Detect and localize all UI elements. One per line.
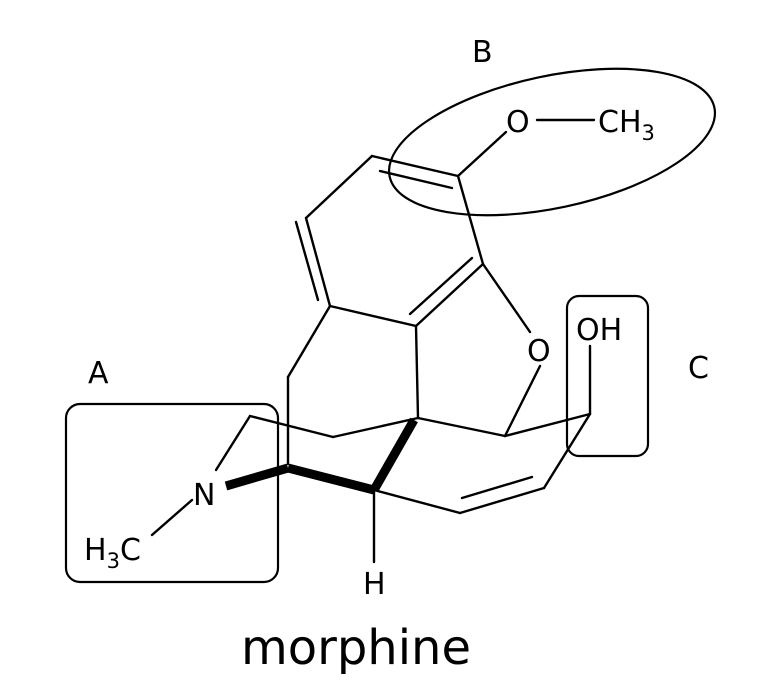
region-labels: A B C [88,35,709,391]
bond [304,216,332,308]
nitrogen-label: N [193,478,215,513]
bold-bond [224,463,290,491]
region-b-ellipse [387,67,717,217]
bond [372,488,462,515]
bond [458,486,546,515]
bold-bond [370,417,418,493]
bond [460,475,534,500]
bond [378,169,454,190]
bond [542,412,592,490]
methyl-group-top-label: CH3 [598,105,655,145]
methyl-top-main: CH [598,105,642,140]
bond [286,304,332,379]
region-highlights [64,67,717,584]
bond [248,414,335,439]
hydrogen-label: H [363,567,386,602]
bond [328,304,418,328]
bond [503,412,592,438]
region-c-label: C [688,351,709,386]
bond [331,416,420,439]
ring-oxygen-label: O [527,334,551,369]
bond [370,154,460,178]
bond [456,130,508,178]
bond [294,220,320,302]
methyl-n-subscript: 3 [107,549,120,573]
hydroxyl-label: OH [576,313,622,348]
methyl-group-n-label: H3C [84,533,141,573]
bond [408,256,474,316]
region-c-box [565,294,650,458]
region-a-label: A [88,356,109,391]
atom-labels: O CH3 O OH N H3C H [84,105,655,602]
methyl-top-subscript: 3 [642,121,655,145]
bond [416,416,507,438]
methoxy-oxygen-label: O [506,105,530,140]
bond [214,414,252,472]
molecule-name: morphine [241,620,471,676]
bold-bond [286,463,376,495]
methyl-n-main: H [84,533,107,568]
bond [414,262,485,328]
bond [304,154,374,220]
bond [150,498,194,537]
region-a-box [64,402,280,584]
bond [481,262,532,334]
bond [456,174,485,266]
bond-lines [150,118,596,564]
bond [503,364,542,438]
bond [414,324,420,420]
region-b-label: B [472,35,493,70]
bold-bonds [224,417,418,495]
methyl-n-carbon: C [120,533,141,568]
